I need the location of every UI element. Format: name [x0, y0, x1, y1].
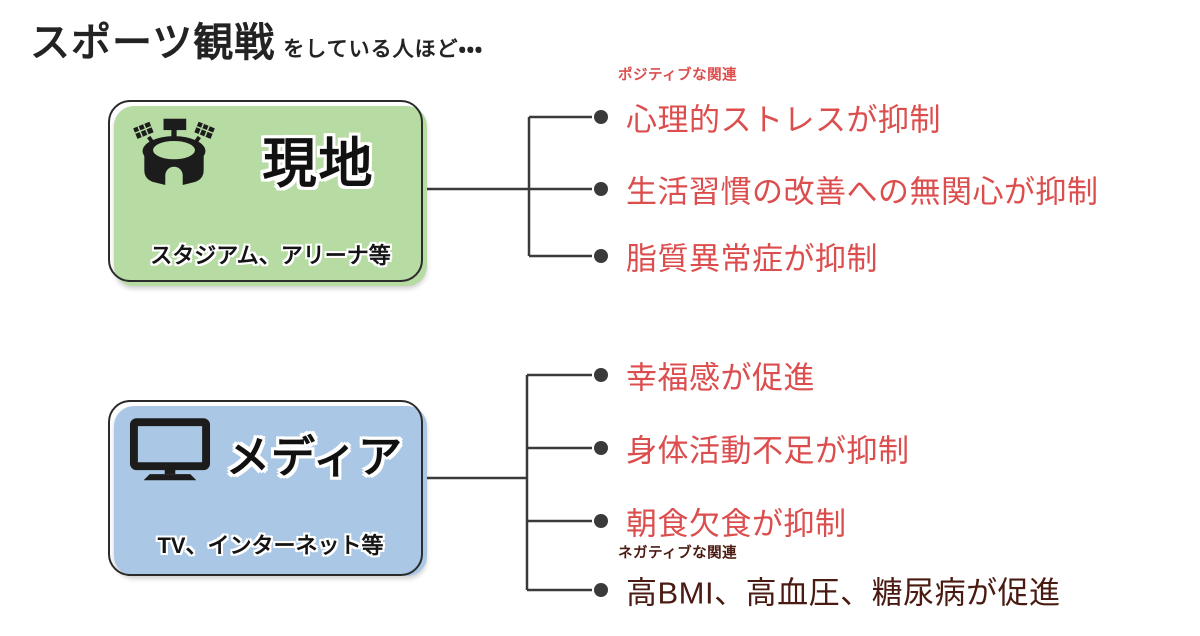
outcome-live-1: 心理的ストレスが抑制: [626, 102, 941, 138]
title-main: スポーツ観戦: [30, 21, 276, 65]
source-label-live: 現地: [262, 133, 375, 194]
tv-icon: [126, 416, 214, 490]
source-box-live-top: 現地: [126, 116, 415, 200]
tag-negative-association: ネガティブな関連: [618, 545, 738, 562]
outcome-media-3: 朝食欠食が抑制: [626, 506, 847, 542]
source-box-live: 現地 スタジアム、アリーナ等: [114, 106, 427, 286]
source-box-media-top: メディア: [126, 416, 415, 490]
title-suffix: をしている人ほど・・・: [283, 38, 483, 61]
outcome-live-2: 生活習慣の改善への無関心が抑制: [626, 174, 1099, 210]
source-box-media: メディア TV、インターネット等: [114, 406, 427, 576]
outcome-media-1: 幸福感が促進: [626, 360, 815, 396]
tag-positive-association: ポジティブな関連: [618, 67, 738, 84]
outcome-media-2: 身体活動不足が抑制: [626, 433, 910, 469]
source-sublabel-media: TV、インターネット等: [157, 533, 384, 558]
stadium-icon: [126, 116, 222, 200]
bullet-dots: [594, 110, 608, 597]
source-label-media: メディア: [226, 433, 403, 482]
page-title: スポーツ観戦 をしている人ほど・・・: [30, 10, 483, 68]
outcome-media-4: 高BMI、高血圧、糖尿病が促進: [626, 575, 1061, 611]
source-sublabel-live: スタジアム、アリーナ等: [150, 243, 391, 268]
outcome-live-3: 脂質異常症が抑制: [626, 241, 878, 277]
